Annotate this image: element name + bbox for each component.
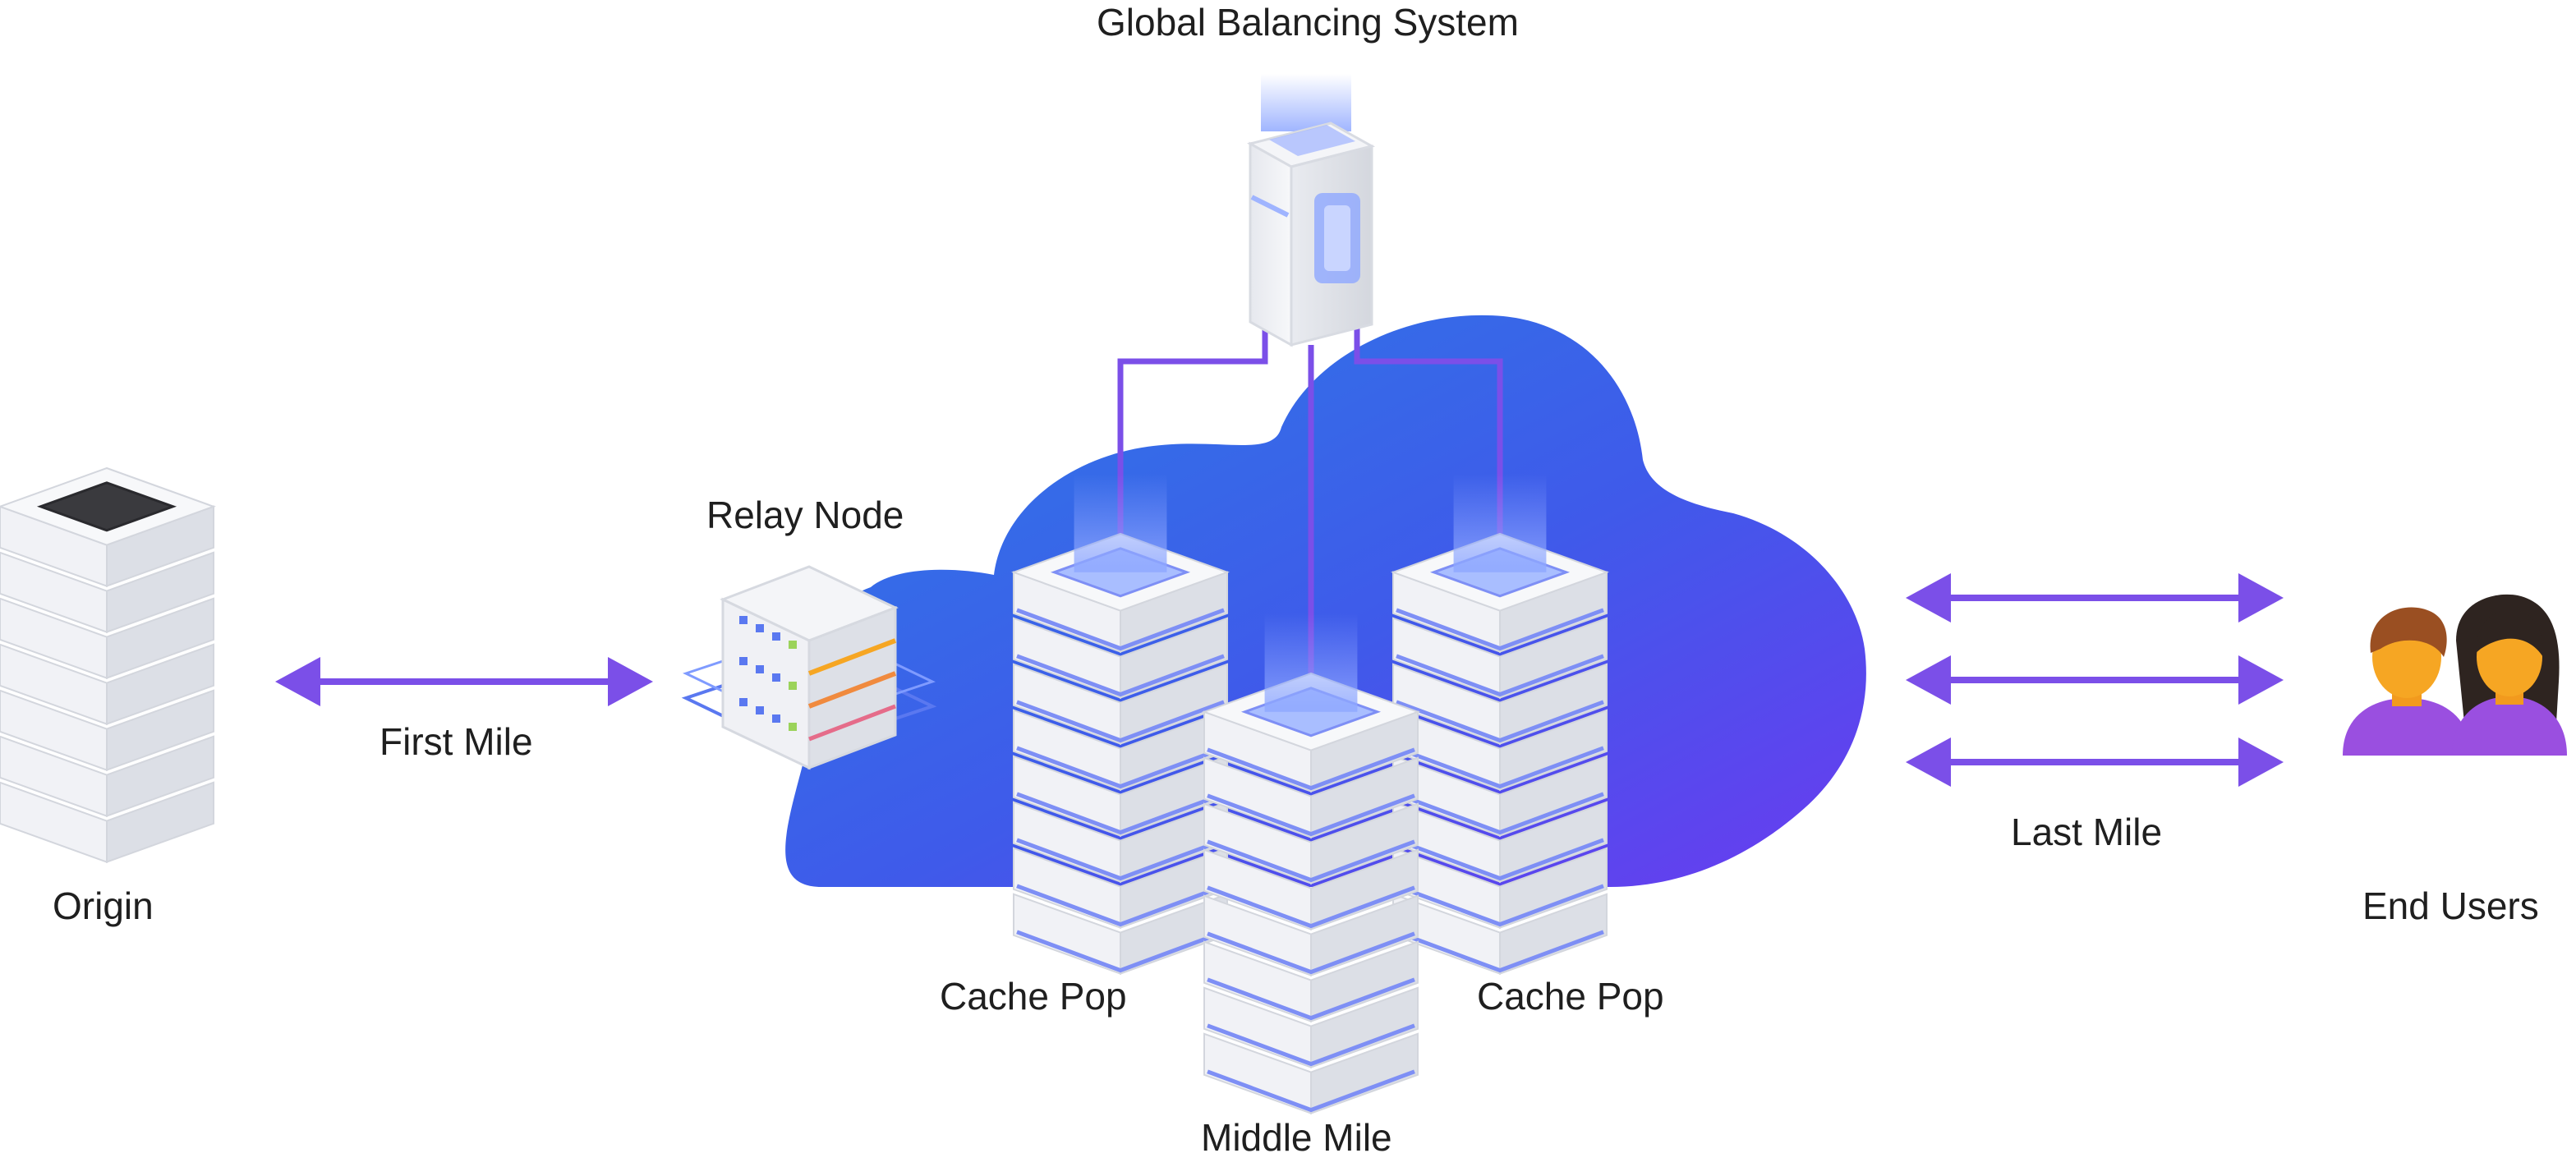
label-global-balancing-system: Global Balancing System (1097, 1, 1519, 44)
global-balancer-icon (1246, 74, 1376, 347)
label-relay-node: Relay Node (706, 494, 904, 536)
label-middle-mile: Middle Mile (1201, 1116, 1392, 1159)
origin-server-icon (0, 466, 216, 864)
cache-server-left-icon (1011, 473, 1230, 976)
last-mile-arrows-icon (1906, 573, 2284, 787)
cache-server-middle-icon (1202, 613, 1420, 1115)
label-first-mile: First Mile (380, 720, 533, 763)
label-cache-pop-right: Cache Pop (1477, 975, 1664, 1018)
label-end-users: End Users (2362, 884, 2539, 927)
first-mile-arrow-icon (275, 657, 653, 706)
label-last-mile: Last Mile (2011, 811, 2163, 853)
cache-server-right-icon (1391, 473, 1609, 976)
label-cache-pop-left: Cache Pop (940, 975, 1127, 1018)
label-origin: Origin (53, 884, 154, 927)
relay-node-icon (681, 565, 937, 770)
end-users-icon (2343, 594, 2567, 756)
